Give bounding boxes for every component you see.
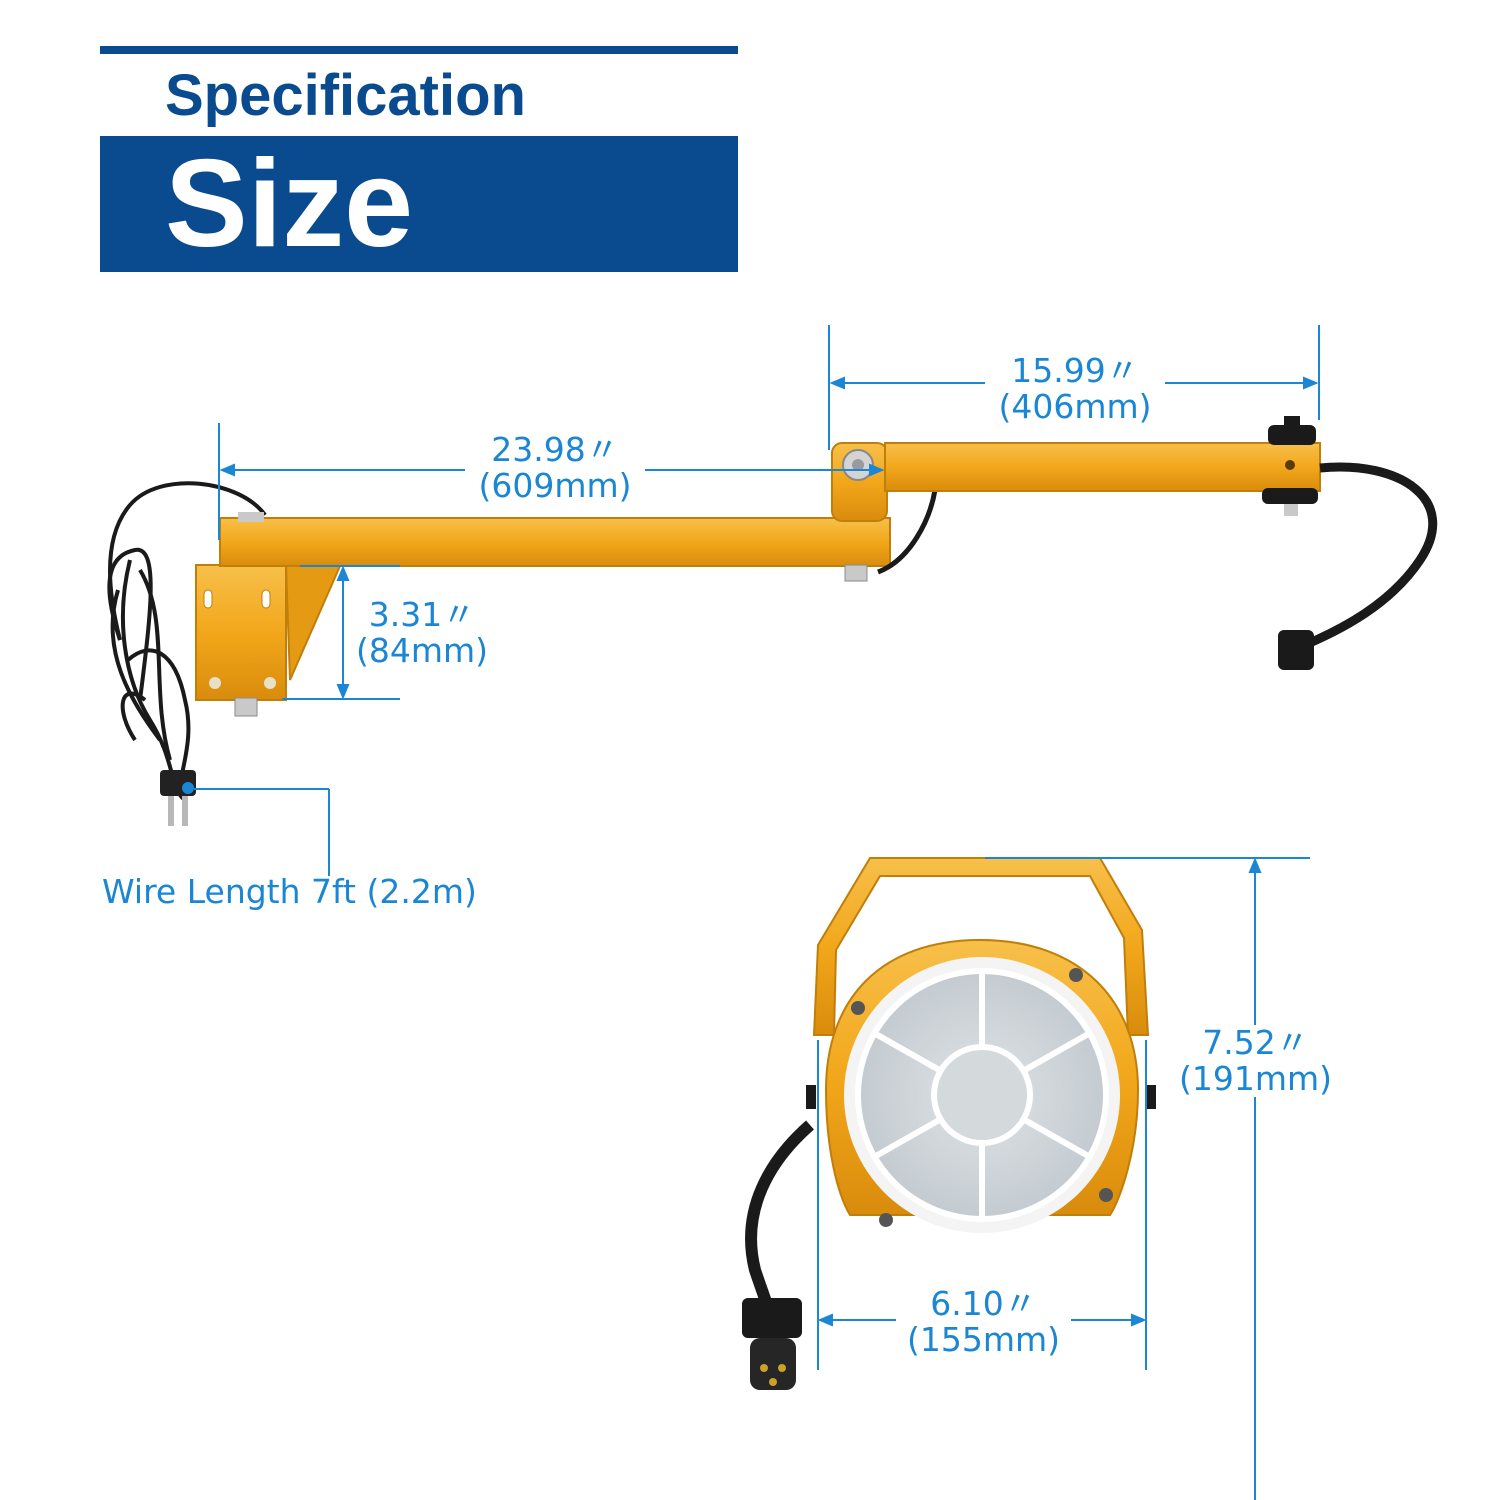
lamp-connector-icon	[742, 1298, 802, 1390]
power-plug-icon	[160, 770, 196, 826]
title-band	[100, 136, 738, 272]
wall-bracket	[195, 564, 342, 717]
arm-length-inches: 23.98〃	[465, 432, 645, 468]
lamp-height-mm: (191mm)	[1168, 1061, 1343, 1097]
page-title: Size	[165, 135, 414, 273]
power-cord	[107, 481, 267, 802]
lamp-width-inches: 6.10〃	[896, 1286, 1071, 1322]
arm-length-label: 23.98〃 (609mm)	[465, 432, 645, 504]
extension-label: 15.99〃 (406mm)	[985, 353, 1165, 425]
bracket-height-mm: (84mm)	[348, 633, 496, 669]
extension-arm	[884, 442, 1321, 492]
extension-inches: 15.99〃	[985, 353, 1165, 389]
connector-icon	[1278, 630, 1314, 670]
output-cable	[1303, 462, 1438, 650]
arm-length-mm: (609mm)	[465, 468, 645, 504]
lamp-width-label: 6.10〃 (155mm)	[896, 1286, 1071, 1358]
bracket-height-inches: 3.31〃	[348, 597, 496, 633]
wire-length-label: Wire Length 7ft (2.2m)	[102, 872, 477, 911]
lamp-height-inches: 7.52〃	[1168, 1025, 1343, 1061]
header-subtitle: Specification	[165, 63, 526, 128]
adjust-knob-icon	[1262, 416, 1318, 516]
lamp-width-mm: (155mm)	[896, 1322, 1071, 1358]
extension-mm: (406mm)	[985, 389, 1165, 425]
lamp-cable	[745, 1120, 814, 1321]
lamp-height-label: 7.52〃 (191mm)	[1168, 1025, 1343, 1097]
joint-cable	[877, 489, 938, 575]
main-arm	[219, 512, 891, 582]
bracket-height-label: 3.31〃 (84mm)	[348, 597, 496, 669]
header-rule	[100, 46, 738, 54]
pivot-joint	[831, 442, 888, 522]
lamp-head	[806, 857, 1156, 1233]
